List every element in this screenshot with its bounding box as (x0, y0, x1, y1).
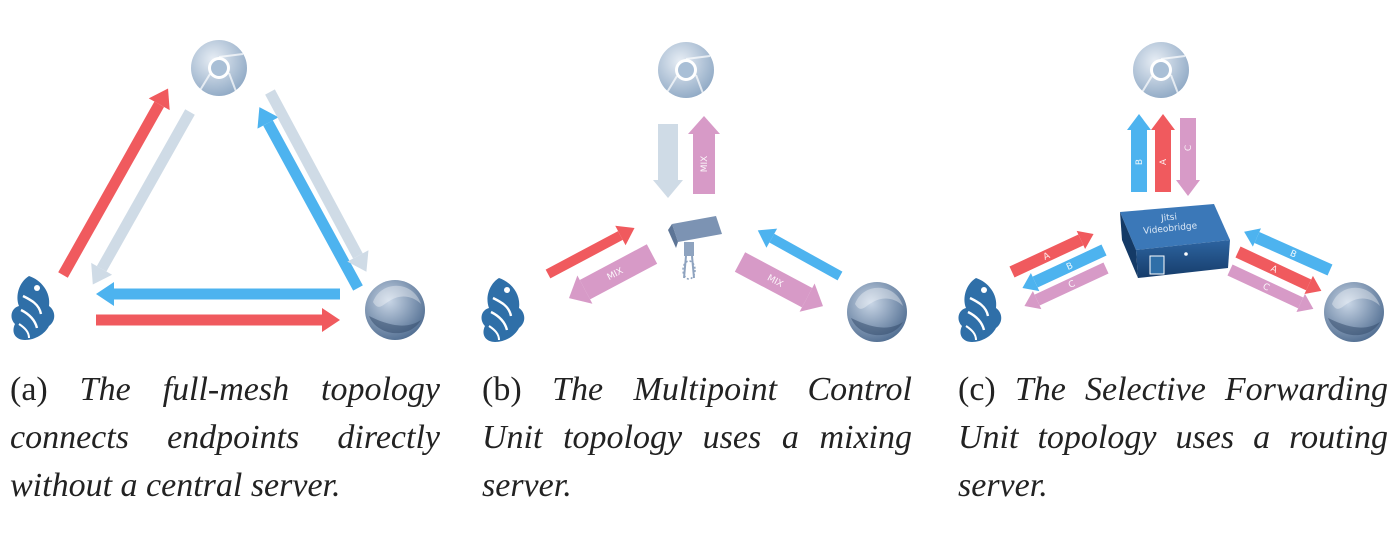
arrow-jitsi-to-chrome (58, 88, 170, 278)
videobridge-title: Jitsi (1160, 212, 1178, 224)
chrome-icon (190, 39, 248, 97)
arrow-stream-c-down: C (1176, 118, 1200, 196)
mix-label-up: MIX (700, 156, 710, 173)
panel-b-diagram: MIX MIX MIX (480, 41, 907, 344)
arrow-firefox-to-mixer (757, 228, 843, 281)
arrow-jitsi-to-firefox (96, 308, 340, 332)
topology-diagrams: MIX MIX MIX Jitsi Video (10, 39, 1384, 344)
arrow-stream-b-up: B (1127, 114, 1151, 192)
arrow-stream-a-up: A (1151, 114, 1175, 192)
caption-a-text: The full-mesh topology connects endpoint… (10, 371, 440, 504)
arrow-stream-a-right-in: A (1235, 246, 1322, 295)
arrow-firefox-to-jitsi (96, 282, 340, 306)
stream-a-label-left: A (1042, 251, 1053, 263)
jitsi-icon (480, 276, 526, 344)
caption-b-text: The Multipoint Control Unit topology use… (482, 371, 913, 504)
stream-a-label-right: A (1269, 264, 1280, 276)
stream-c-label: C (1184, 145, 1194, 151)
arrow-chrome-to-firefox (265, 89, 369, 272)
stream-b-label-right: B (1288, 249, 1298, 261)
arrow-mix-to-firefox: MIX (734, 252, 823, 312)
caption-b: (b) The Multipoint Control Unit topology… (482, 366, 912, 510)
firefox-icon (365, 280, 425, 340)
arrow-chrome-to-jitsi (91, 109, 195, 285)
caption-a-label: (a) (10, 371, 48, 408)
chrome-icon (1132, 41, 1190, 99)
caption-c: (c) The Selective Forwarding Unit topolo… (958, 366, 1388, 510)
caption-a: (a) The full-mesh topology connects endp… (10, 366, 440, 510)
arrow-stream-c-right-in: C (1227, 264, 1314, 313)
caption-c-label: (c) (958, 371, 996, 408)
panel-a-diagram (10, 39, 425, 342)
stream-b-label-left: B (1065, 261, 1075, 273)
arrow-mix-to-jitsi: MIX (569, 244, 658, 304)
stream-c-label-left: C (1067, 279, 1077, 291)
arrow-firefox-to-chrome (257, 107, 363, 291)
arrow-stream-c-left-in: C (1024, 262, 1109, 310)
stream-a-label: A (1159, 158, 1169, 165)
mixer-icon (668, 216, 722, 280)
arrow-jitsi-to-mixer (545, 225, 635, 279)
jitsi-icon (957, 276, 1003, 344)
panel-c-diagram: Jitsi Videobridge B A C A (957, 41, 1384, 344)
jitsi-icon (10, 274, 56, 342)
videobridge-box-icon: Jitsi Videobridge (1120, 204, 1230, 278)
arrow-stream-b-left-in: B (1022, 244, 1107, 292)
stream-c-label-right: C (1261, 282, 1271, 294)
firefox-icon (1324, 282, 1384, 342)
arrow-chrome-down-grey (653, 124, 683, 198)
arrow-stream-b-right-out: B (1244, 228, 1333, 276)
arrow-mix-up-to-chrome: MIX (688, 116, 720, 194)
arrow-stream-a-left-out: A (1009, 230, 1094, 278)
stream-b-label: B (1135, 159, 1145, 165)
chrome-icon (657, 41, 715, 99)
caption-b-label: (b) (482, 371, 522, 408)
firefox-icon (847, 282, 907, 342)
caption-c-text: The Selective Forwarding Unit topology u… (958, 371, 1389, 504)
